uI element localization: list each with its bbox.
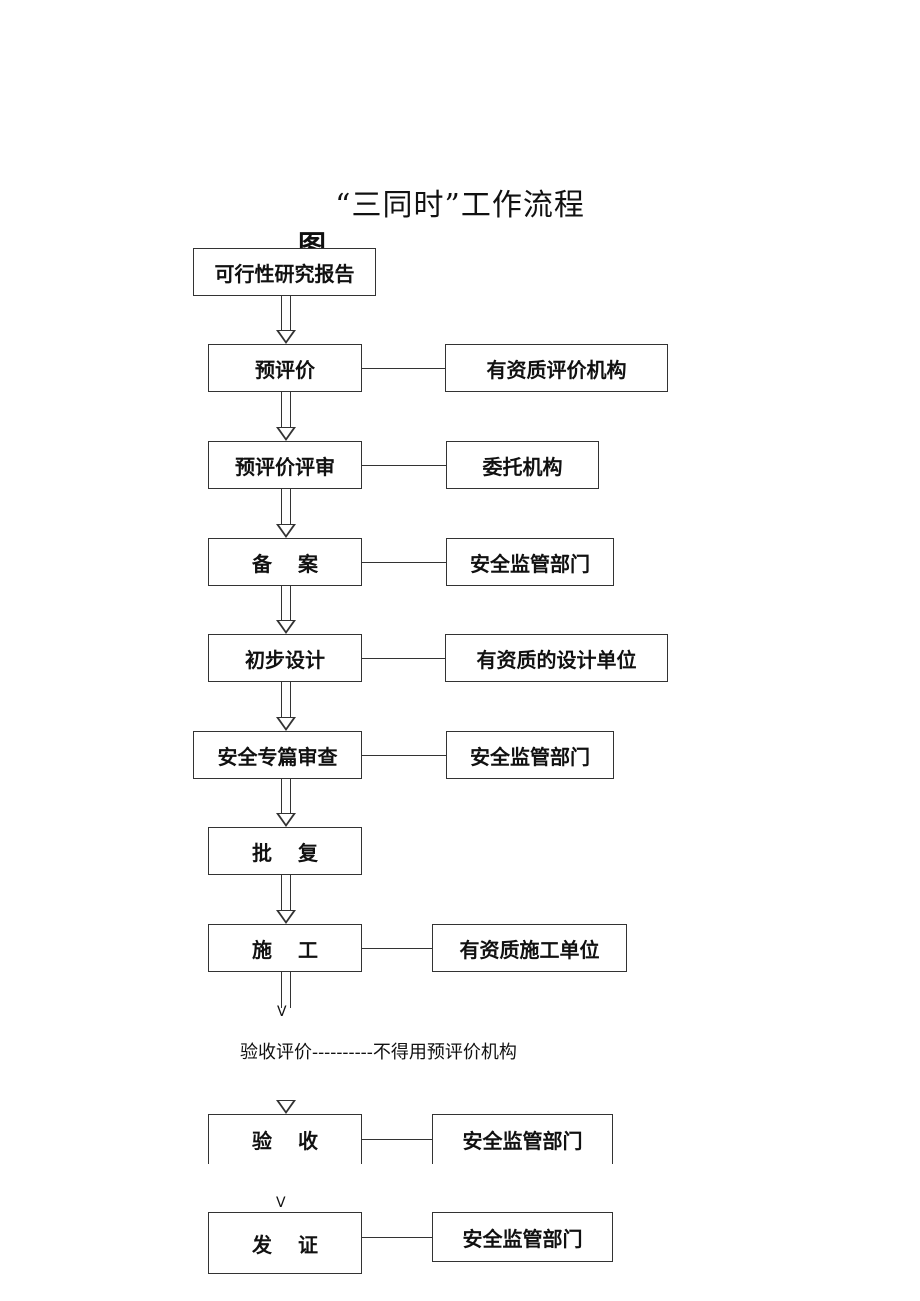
down-arrow	[276, 586, 296, 634]
acceptance-evaluation-note: 验收评价----------不得用预评价机构	[240, 1042, 517, 1063]
partner-safety-regulator-4: 安全监管部门	[432, 1212, 613, 1262]
down-arrow	[276, 682, 296, 731]
step-pre-evaluation: 预评价	[208, 344, 362, 392]
partner-qualified-evaluation-agency: 有资质评价机构	[445, 344, 668, 392]
connector-line	[362, 1237, 432, 1238]
down-arrow-shaft	[281, 972, 291, 1008]
connector-line	[362, 465, 446, 466]
partner-safety-regulator-3: 安全监管部门	[432, 1114, 613, 1164]
partner-safety-regulator-1: 安全监管部门	[446, 538, 614, 586]
step-feasibility-report: 可行性研究报告	[193, 248, 376, 296]
step-approval: 批复	[208, 827, 362, 875]
down-arrow	[276, 779, 296, 827]
partner-qualified-construction-unit: 有资质施工单位	[432, 924, 627, 972]
diagram-title: “三同时”工作流程	[335, 188, 585, 223]
arrow-mark: V	[276, 1195, 286, 1211]
down-arrow	[276, 392, 296, 441]
down-arrow-head	[276, 1100, 296, 1114]
partner-commissioning-agency: 委托机构	[446, 441, 599, 489]
step-safety-review: 安全专篇审查	[193, 731, 362, 779]
arrow-mark: V	[277, 1004, 287, 1020]
connector-line	[362, 368, 445, 369]
step-preliminary-design: 初步设计	[208, 634, 362, 682]
step-pre-evaluation-review: 预评价评审	[208, 441, 362, 489]
connector-line	[362, 948, 432, 949]
partner-safety-regulator-2: 安全监管部门	[446, 731, 614, 779]
connector-line	[362, 1139, 432, 1140]
connector-line	[362, 755, 446, 756]
step-certification: 发证	[208, 1212, 362, 1274]
step-acceptance: 验收	[208, 1114, 362, 1164]
down-arrow	[276, 875, 296, 924]
partner-qualified-design-unit: 有资质的设计单位	[445, 634, 668, 682]
step-construction: 施工	[208, 924, 362, 972]
down-arrow	[276, 296, 296, 344]
down-arrow	[276, 489, 296, 538]
connector-line	[362, 562, 446, 563]
step-filing: 备案	[208, 538, 362, 586]
connector-line	[362, 658, 445, 659]
